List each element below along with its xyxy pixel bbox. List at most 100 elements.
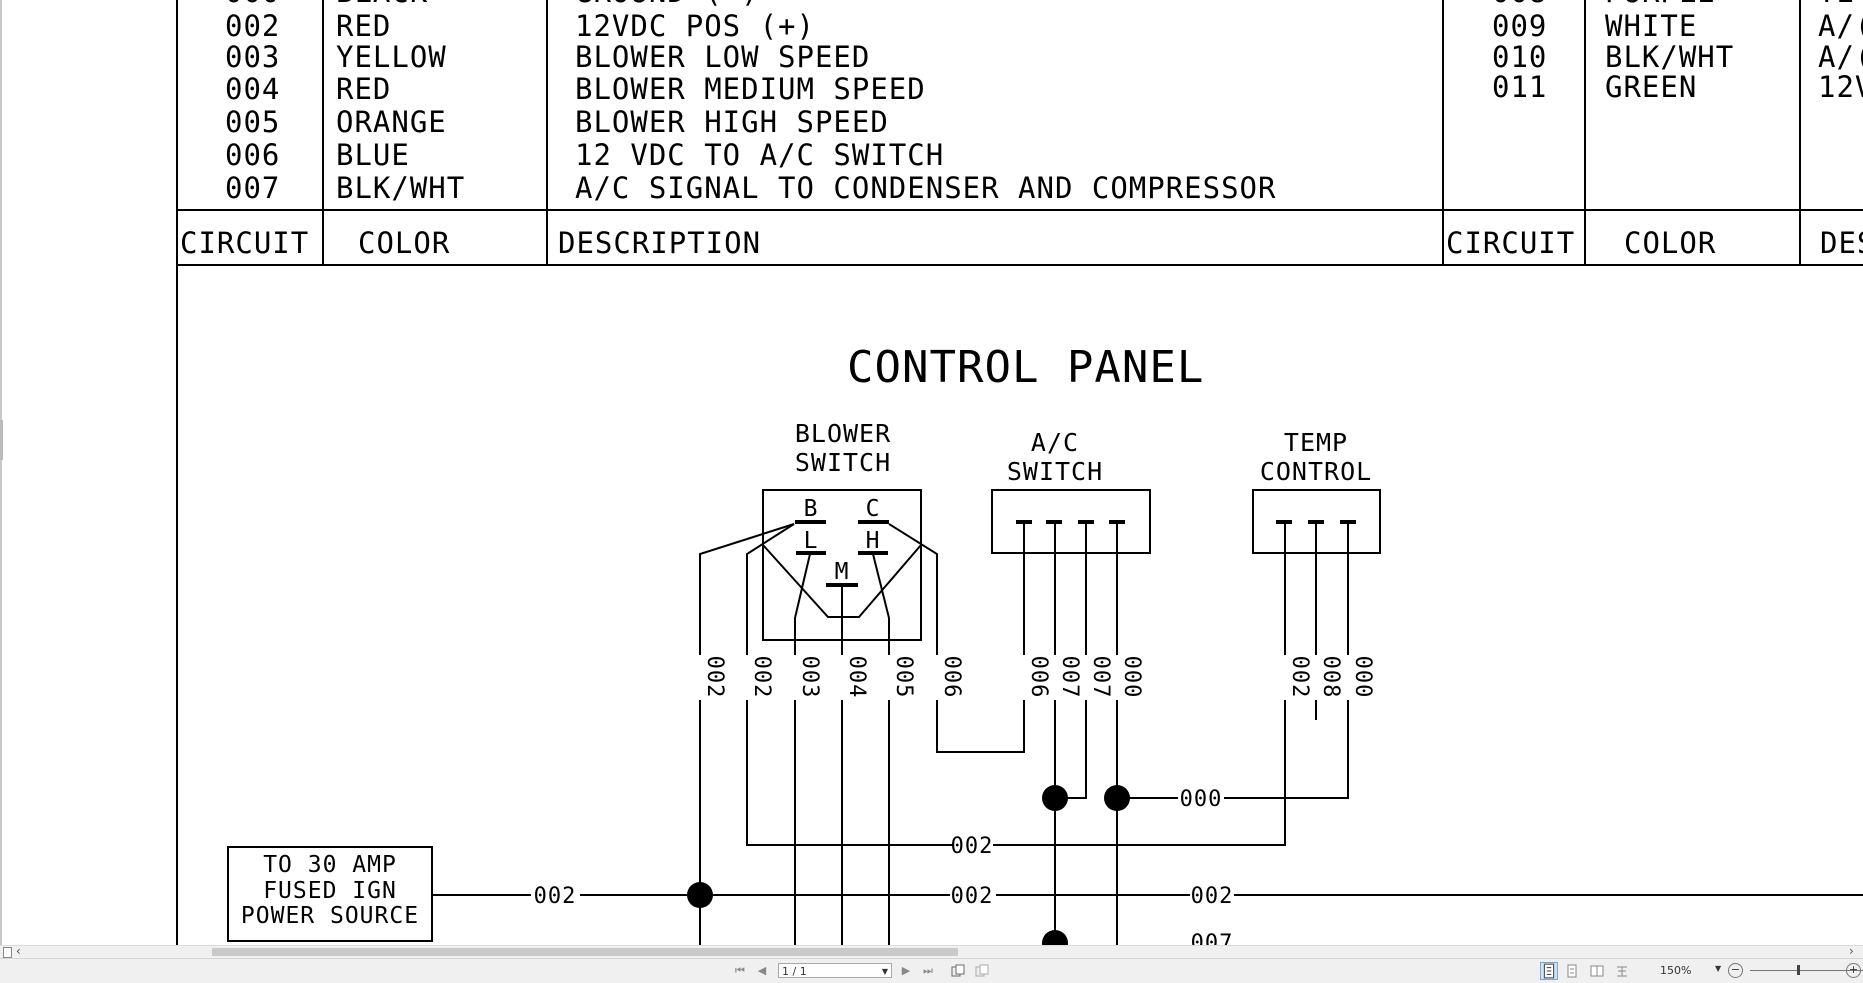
blower-switch-label-1: BLOWER <box>795 419 891 448</box>
legend-left-desc-3: BLOWER MEDIUM SPEED <box>575 72 926 106</box>
continuous-facing-view-icon[interactable] <box>1615 964 1629 978</box>
temp-control-label-2: CONTROL <box>1260 457 1372 486</box>
wire-label-ac-0: 006 <box>1026 656 1051 699</box>
legend-left-circuit-6: 007 <box>225 171 280 205</box>
chevron-down-icon[interactable]: ▼ <box>881 967 888 976</box>
zoom-out-icon[interactable]: − <box>1728 963 1743 978</box>
first-page-icon[interactable]: ⏮ <box>735 964 745 977</box>
zoom-dropdown-icon[interactable]: ▼ <box>1715 964 1722 973</box>
legend-left-circuit-2: 003 <box>225 40 280 74</box>
blower-switch-label-2: SWITCH <box>795 448 891 477</box>
wire-label-ground-bus: 000 <box>1180 787 1223 812</box>
legend-right-circuit-2: 010 <box>1492 40 1547 74</box>
legend-left-color-1: RED <box>336 9 391 43</box>
wire-label-blower-4: 005 <box>891 656 916 699</box>
diagram-title: CONTROL PANEL <box>847 342 1204 393</box>
legend-left-color-6: BLK/WHT <box>336 171 465 205</box>
zoom-slider[interactable] <box>1750 970 1863 971</box>
legend-left-circuit-1: 002 <box>225 9 280 43</box>
legend-left-header-description: DESCRIPTION <box>558 226 761 260</box>
wire-label-temp-1: 008 <box>1318 656 1343 699</box>
scroll-right-icon[interactable]: › <box>1849 944 1854 958</box>
ac-switch-label-2: SWITCH <box>1007 457 1103 486</box>
zoom-level[interactable]: 150% <box>1660 964 1692 977</box>
terminal-l: L <box>804 528 819 554</box>
single-page-view-icon[interactable] <box>1540 962 1558 980</box>
page-number-field[interactable]: 1 / 1 ▼ <box>778 963 892 978</box>
legend-right-circuit-3: 011 <box>1492 70 1547 104</box>
legend-right-desc-2: A/( <box>1818 40 1863 74</box>
wiring-schematic: 000 BLACK GROUND (-) 002 RED 12VDC POS (… <box>176 0 1863 945</box>
legend-left-color-3: RED <box>336 72 391 106</box>
wire-label-blower-1: 002 <box>749 656 774 699</box>
legend-right-desc-3: 12V <box>1818 70 1863 104</box>
legend-right-header-description: DES <box>1820 226 1863 260</box>
ac-switch-label-1: A/C <box>1031 428 1079 457</box>
terminal-b: B <box>804 496 819 522</box>
legend-left-desc-0: GROUND (-) <box>575 0 760 9</box>
viewer-status-bar: ⏮ ◀ 1 / 1 ▼ ▶ ⏭ 150% ▼ − + <box>0 958 1863 983</box>
legend-right-circuit-0: 008 <box>1492 0 1547 9</box>
legend-right-desc-0: TE <box>1818 0 1855 9</box>
wire-label-feed-main-a: 002 <box>534 884 577 909</box>
power-source-line-1: TO 30 AMP <box>263 852 397 878</box>
wire-label-blower-5: 006 <box>939 656 964 699</box>
facing-view-icon[interactable] <box>1590 964 1604 978</box>
legend-left-circuit-5: 006 <box>225 138 280 172</box>
power-source-line-2: FUSED IGN <box>263 878 397 904</box>
next-page-icon[interactable]: ▶ <box>901 964 911 977</box>
legend-right-circuit-1: 009 <box>1492 9 1547 43</box>
wire-label-temp-0: 002 <box>1287 656 1312 699</box>
power-source-line-3: POWER SOURCE <box>241 903 419 929</box>
legend-right-color-1: WHITE <box>1605 9 1697 43</box>
legend-left-desc-5: 12 VDC TO A/C SWITCH <box>575 138 944 172</box>
scrollbar-corner-icon <box>3 947 12 958</box>
junction-dots <box>687 785 1130 945</box>
wire-label-ac-1: 007 <box>1057 656 1082 699</box>
legend-left-color-5: BLUE <box>336 138 410 172</box>
legend-left-desc-1: 12VDC POS (+) <box>575 9 815 43</box>
terminal-h: H <box>866 528 881 554</box>
legend-right-header-color: COLOR <box>1624 226 1716 260</box>
wire-label-temp-2: 000 <box>1350 656 1375 699</box>
scroll-left-icon[interactable]: ‹ <box>16 944 21 958</box>
legend-right-desc-1: A/( <box>1818 9 1863 43</box>
next-view-icon[interactable] <box>975 964 989 978</box>
legend-left-desc-4: BLOWER HIGH SPEED <box>575 105 889 139</box>
legend-left-desc-2: BLOWER LOW SPEED <box>575 40 870 74</box>
left-panel-edge <box>0 0 2 945</box>
wire-label-ac-3: 000 <box>1119 656 1144 699</box>
legend-left-desc-6: A/C SIGNAL TO CONDENSER AND COMPRESSOR <box>575 171 1276 205</box>
legend-left-circuit-3: 004 <box>225 72 280 106</box>
wire-label-feed-main-b: 002 <box>951 884 994 909</box>
wire-label-feed-upper: 002 <box>951 834 994 859</box>
legend-right-header-circuit: CIRCUIT <box>1446 226 1575 260</box>
zoom-in-icon[interactable]: + <box>1846 963 1861 978</box>
page-number-value: 1 / 1 <box>782 965 807 978</box>
legend-left-color-0: BLACK <box>336 0 428 9</box>
last-page-icon[interactable]: ⏭ <box>923 964 933 977</box>
legend-left-circuit-4: 005 <box>225 105 280 139</box>
legend-left-header-color: COLOR <box>358 226 450 260</box>
legend-right-color-0: PURPLE <box>1605 0 1716 9</box>
terminal-m: M <box>835 559 850 585</box>
wire-label-blower-0: 002 <box>702 656 727 699</box>
panel-resize-handle[interactable] <box>0 420 3 460</box>
legend-right-color-2: BLK/WHT <box>1605 40 1734 74</box>
previous-view-icon[interactable] <box>951 964 965 978</box>
terminal-c: C <box>866 496 881 522</box>
legend-left-color-4: ORANGE <box>336 105 447 139</box>
legend-right-color-3: GREEN <box>1605 70 1697 104</box>
wire-label-feed-main-c: 002 <box>1191 884 1234 909</box>
document-canvas: 000 BLACK GROUND (-) 002 RED 12VDC POS (… <box>176 0 1863 945</box>
wire-label-blower-3: 004 <box>844 656 869 699</box>
horizontal-scrollbar[interactable]: ‹ › <box>0 944 1863 958</box>
scrollbar-thumb[interactable] <box>212 948 958 956</box>
zoom-slider-thumb[interactable] <box>1797 965 1800 975</box>
continuous-view-icon[interactable] <box>1565 964 1579 978</box>
wire-label-blower-2: 003 <box>797 656 822 699</box>
prev-page-icon[interactable]: ◀ <box>757 964 767 977</box>
legend-left-color-2: YELLOW <box>336 40 447 74</box>
wire-label-ac-2: 007 <box>1088 656 1113 699</box>
legend-left-circuit-0: 000 <box>225 0 280 9</box>
